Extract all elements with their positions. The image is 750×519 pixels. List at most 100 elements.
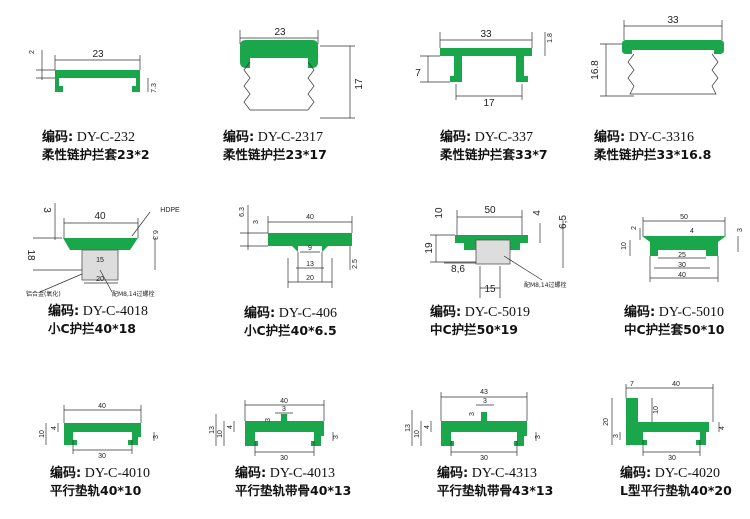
dim-label: 4 xyxy=(719,426,726,430)
dim-label: 10 xyxy=(217,430,224,438)
product-code: DY-C-5010 xyxy=(658,305,725,320)
dim-label: 6.3 xyxy=(151,230,158,240)
dim-label: 7 xyxy=(415,68,421,79)
product-name: 平行垫轨带骨40*13 xyxy=(235,483,352,498)
code-label: 编码: xyxy=(437,466,469,481)
dim-label: 40 xyxy=(94,211,106,222)
dim-label: 6.3 xyxy=(239,207,246,217)
product-name: 柔性链护拦33*16.8 xyxy=(594,147,712,162)
drawing-dy-c-3316: 33 16.8 xyxy=(590,15,724,97)
dim-label: 10 xyxy=(39,430,46,438)
profile-shape xyxy=(440,48,532,82)
code-label: 编码: xyxy=(624,305,656,320)
product-name: 柔性链护拦套23*2 xyxy=(42,147,150,162)
aluminium-channel xyxy=(475,239,511,265)
product-name: 小C护拦40*18 xyxy=(48,321,137,336)
drawing-dy-c-2317: 23 17 xyxy=(239,27,365,119)
dim-label: 2 xyxy=(631,226,638,230)
product-code: DY-C-337 xyxy=(474,130,534,145)
profile-shape xyxy=(64,423,141,445)
product-name: 平行垫轨带骨43*13 xyxy=(437,483,554,498)
code-label: 编码: xyxy=(594,130,626,145)
code-label: 编码: xyxy=(430,305,462,320)
dim-label: 33 xyxy=(667,15,679,26)
dim-label: 40 xyxy=(280,398,288,405)
dim-label: 9 xyxy=(308,245,312,252)
dim-label: 3 xyxy=(153,435,160,439)
dim-label: 3 xyxy=(469,412,476,416)
profile-shape xyxy=(55,70,140,92)
dim-label: 7 xyxy=(630,381,634,388)
profile-shape xyxy=(240,40,318,68)
dim-label: 15 xyxy=(484,284,496,295)
dim-label: 20 xyxy=(96,276,104,283)
product-code: DY-C-4020 xyxy=(654,466,721,481)
code-label: 编码: xyxy=(42,130,74,145)
dim-label: 10 xyxy=(434,207,445,219)
dim-label: 6,5 xyxy=(558,215,569,229)
note-label: 铝合金(氧化) xyxy=(26,290,61,298)
dim-label: 20 xyxy=(603,418,610,426)
product-caption-dy-c-3316: 编码: DY-C-3316 柔性链护拦33*16.8 xyxy=(594,129,711,163)
product-name: L型平行垫轨40*20 xyxy=(620,483,732,498)
dim-label: 17 xyxy=(354,78,365,90)
product-caption-dy-c-5019: 编码: DY-C-5019 中C护拦50*19 xyxy=(430,304,530,338)
dim-label: 8,6 xyxy=(451,264,465,275)
profile-shape xyxy=(642,236,726,256)
profile-shape xyxy=(622,40,724,54)
aluminium-channel xyxy=(81,249,119,281)
dim-label: 3 xyxy=(41,207,52,213)
dim-label: 4 xyxy=(690,228,694,235)
dim-label: 10 xyxy=(653,406,660,414)
dim-label: 50 xyxy=(680,214,688,221)
note-label: 配M8,14过螺栓 xyxy=(524,281,567,289)
dim-label: 33 xyxy=(480,29,492,40)
product-name: 小C护拦40*6.5 xyxy=(244,323,337,338)
dim-label: 43 xyxy=(480,389,488,396)
dim-label: 3 xyxy=(282,406,286,413)
dim-label: 4 xyxy=(227,425,234,429)
product-code: DY-C-4013 xyxy=(269,466,336,481)
profile-shape xyxy=(63,238,138,250)
product-code: DY-C-5019 xyxy=(464,305,531,320)
product-caption-dy-c-406: 编码: DY-C-406 小C护拦40*6.5 xyxy=(244,305,337,339)
dim-label: 30 xyxy=(480,455,488,462)
dim-label: 30 xyxy=(668,455,676,462)
drawing-dy-c-4313: 43 3 3 13 10 4 3 30 xyxy=(405,389,542,462)
profile-shape xyxy=(441,412,527,446)
drawing-dy-c-4013: 40 3 3 13 10 4 3 30 xyxy=(209,398,340,462)
dim-label: 25 xyxy=(678,252,686,259)
product-code: DY-C-3316 xyxy=(628,130,695,145)
dim-label: 40 xyxy=(678,272,686,279)
dim-label: 13 xyxy=(209,426,216,434)
note-label: 配M8,14过螺栓 xyxy=(112,290,155,298)
dim-label: 30 xyxy=(280,455,288,462)
drawing-dy-c-5010: 50 2 4 3 10 25 30 40 xyxy=(621,214,744,282)
code-label: 编码: xyxy=(620,466,652,481)
code-label: 编码: xyxy=(48,304,80,319)
dim-label: 4 xyxy=(424,425,431,429)
dim-label: 10 xyxy=(621,242,628,250)
product-name: 中C护拦50*19 xyxy=(430,322,519,337)
code-label: 编码: xyxy=(50,466,82,481)
dim-label: 3 xyxy=(535,435,542,439)
code-label: 编码: xyxy=(244,306,276,321)
profile-shape xyxy=(268,233,352,252)
dim-label: 2 xyxy=(29,50,36,54)
product-name: 柔性链护拦23*17 xyxy=(223,147,327,162)
dim-label: 3 xyxy=(265,418,272,422)
dim-label: 40 xyxy=(672,381,680,388)
dim-label: 30 xyxy=(678,262,686,269)
code-label: 编码: xyxy=(223,130,255,145)
dim-label: 3 xyxy=(737,228,744,232)
product-code: DY-C-406 xyxy=(278,306,338,321)
dim-label: 13 xyxy=(306,261,314,268)
dim-label: 3 xyxy=(483,398,487,405)
